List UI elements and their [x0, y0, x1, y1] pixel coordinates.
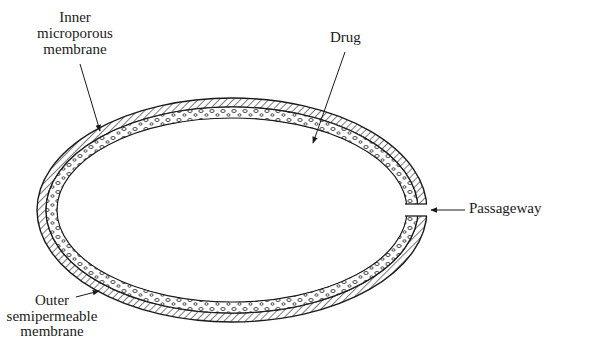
leader-line: [76, 291, 99, 297]
passageway-gap: [403, 204, 433, 216]
inner-membrane: [46, 107, 418, 313]
part-label: Passageway: [469, 201, 541, 217]
part-label: Inner microporous membrane: [25, 10, 125, 57]
leader-line: [431, 210, 465, 211]
leader-line: [80, 64, 100, 131]
passageway-edge: [405, 203, 427, 204]
part-label: Outer semipermeable membrane: [2, 293, 102, 340]
leader-line: [313, 52, 345, 143]
drug-core: [58, 119, 406, 301]
outer-membrane: [37, 98, 427, 322]
part-label: Drug: [330, 30, 361, 46]
passageway-edge: [405, 215, 427, 216]
